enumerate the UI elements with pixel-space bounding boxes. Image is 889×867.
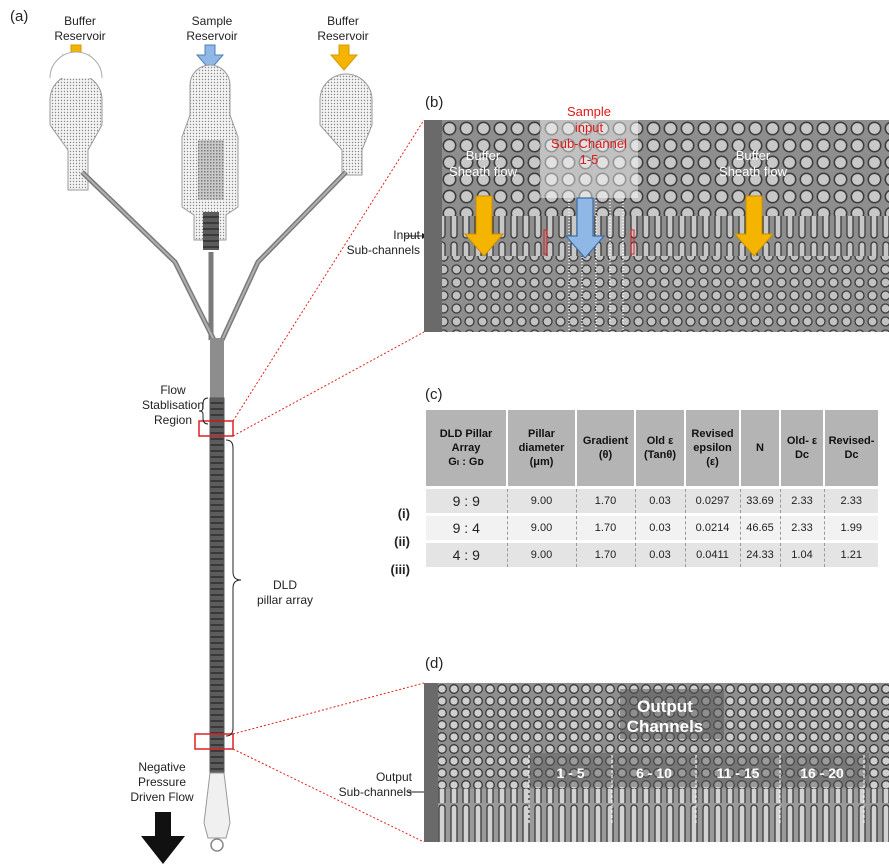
output-group-4: 16 - 20 bbox=[800, 765, 844, 781]
left-buffer-reservoir bbox=[49, 51, 103, 191]
output-subchannels-label: Output Sub-channels bbox=[338, 770, 412, 799]
output-channels-label: Output Channels bbox=[626, 697, 704, 736]
table-cell: 0.0411 bbox=[684, 539, 740, 567]
sample-input-label: Sample input Sub-Channel 1-5 bbox=[551, 104, 627, 167]
table-cell: 9.00 bbox=[506, 512, 576, 541]
row-label-i: (i) bbox=[397, 506, 410, 521]
header-pillar-diameter: Pillar diameter (μm) bbox=[506, 410, 576, 487]
buffer-reservoir-right-label: Buffer Reservoir bbox=[317, 14, 369, 43]
table-cell: 46.65 bbox=[739, 512, 780, 541]
output-group-1: 1 - 5 bbox=[556, 765, 585, 781]
flow-stabilisation-channel bbox=[210, 338, 224, 398]
dld-parameter-table: DLD Pillar Array Gₗ : Gᴅ Pillar diameter… bbox=[426, 410, 878, 567]
header-revised-epsilon: Revised epsilon (ε) bbox=[684, 410, 740, 487]
table-cell: 2.33 bbox=[779, 485, 824, 514]
header-gradient: Gradient (θ) bbox=[575, 410, 635, 487]
input-micrograph bbox=[424, 120, 889, 332]
table-row: 4 : 9 9.00 1.70 0.03 0.0411 24.33 1.04 1… bbox=[426, 539, 878, 567]
table-cell: 1.21 bbox=[823, 539, 878, 567]
input-subchannels-label: Input Sub-channels bbox=[346, 228, 420, 257]
table-cell: 1.99 bbox=[823, 512, 878, 541]
table-cell: 2.33 bbox=[779, 512, 824, 541]
table-cell: 0.03 bbox=[634, 485, 685, 514]
input-micrograph-svg bbox=[424, 120, 889, 332]
table-cell: 0.03 bbox=[634, 512, 685, 541]
table-cell: 0.03 bbox=[634, 539, 685, 567]
output-group-3: 11 - 15 bbox=[716, 765, 760, 781]
buffer-sheath-arrow-right-icon bbox=[733, 195, 775, 257]
buffer-sheath-right-label: Buffer Sheath flow bbox=[719, 148, 787, 179]
buffer-reservoir-left-label: Buffer Reservoir bbox=[54, 14, 106, 43]
sample-input-arrow-icon bbox=[564, 197, 606, 259]
dld-array-label: DLD pillar array bbox=[256, 578, 313, 607]
table-cell: 4 : 9 bbox=[426, 539, 507, 567]
table-cell: 9 : 9 bbox=[426, 485, 507, 514]
header-dld-array: DLD Pillar Array Gₗ : Gᴅ bbox=[426, 410, 507, 487]
output-micrograph-svg bbox=[424, 683, 889, 842]
outlet-port bbox=[210, 838, 224, 852]
device-diagram bbox=[49, 44, 373, 864]
output-group-2: 6 - 10 bbox=[636, 765, 672, 781]
table-cell: 2.33 bbox=[823, 485, 878, 514]
negative-pressure-arrow-icon bbox=[141, 812, 185, 864]
table-row: 9 : 9 9.00 1.70 0.03 0.0297 33.69 2.33 2… bbox=[426, 485, 878, 514]
output-highlight-box bbox=[194, 733, 234, 750]
outlet-channels bbox=[203, 772, 231, 839]
table-cell: 1.70 bbox=[575, 512, 635, 541]
buffer-sheath-left-label: Buffer Sheath flow bbox=[449, 148, 517, 179]
table-cell: 1.70 bbox=[575, 485, 635, 514]
panel-a-letter: (a) bbox=[10, 8, 29, 25]
table-cell: 33.69 bbox=[739, 485, 780, 514]
table-cell: 9 : 4 bbox=[426, 512, 507, 541]
dld-array-brace bbox=[225, 439, 242, 737]
buffer-arrow-right-icon bbox=[329, 44, 359, 71]
sample-arrow-icon bbox=[195, 44, 225, 71]
row-label-iii: (iii) bbox=[390, 562, 411, 577]
flow-stab-brace bbox=[198, 397, 209, 425]
table-row: 9 : 4 9.00 1.70 0.03 0.0214 46.65 2.33 1… bbox=[426, 512, 878, 541]
panel-b-letter: (b) bbox=[425, 94, 444, 111]
buffer-channel-right bbox=[219, 170, 348, 342]
flow-stabilisation-label: Flow Stablisation Region bbox=[141, 383, 205, 427]
table-cell: 1.70 bbox=[575, 539, 635, 567]
table-cell: 24.33 bbox=[739, 539, 780, 567]
header-old-dc: Old- ε Dᴄ bbox=[779, 410, 824, 487]
header-n: N bbox=[739, 410, 780, 487]
dld-pillar-array-channel bbox=[210, 398, 224, 773]
right-buffer-reservoir bbox=[319, 73, 373, 176]
header-old-epsilon: Old ε (Tanθ) bbox=[634, 410, 685, 487]
row-label-ii: (ii) bbox=[394, 534, 410, 549]
panel-d-letter: (d) bbox=[425, 655, 444, 672]
table-cell: 9.00 bbox=[506, 539, 576, 567]
sample-reservoir-label: Sample Reservoir bbox=[186, 14, 238, 43]
table-cell: 0.0297 bbox=[684, 485, 740, 514]
table-header-row: DLD Pillar Array Gₗ : Gᴅ Pillar diameter… bbox=[426, 410, 878, 487]
header-revised-dc: Revised- Dᴄ bbox=[823, 410, 878, 487]
output-micrograph bbox=[424, 683, 889, 842]
panel-c-letter: (c) bbox=[425, 386, 443, 403]
table-cell: 0.0214 bbox=[684, 512, 740, 541]
table-cell: 9.00 bbox=[506, 485, 576, 514]
table-cell: 1.04 bbox=[779, 539, 824, 567]
buffer-sheath-arrow-left-icon bbox=[463, 195, 505, 257]
negative-pressure-label: Negative Pressure Driven Flow bbox=[130, 760, 194, 804]
sample-reservoir-body bbox=[181, 64, 239, 250]
